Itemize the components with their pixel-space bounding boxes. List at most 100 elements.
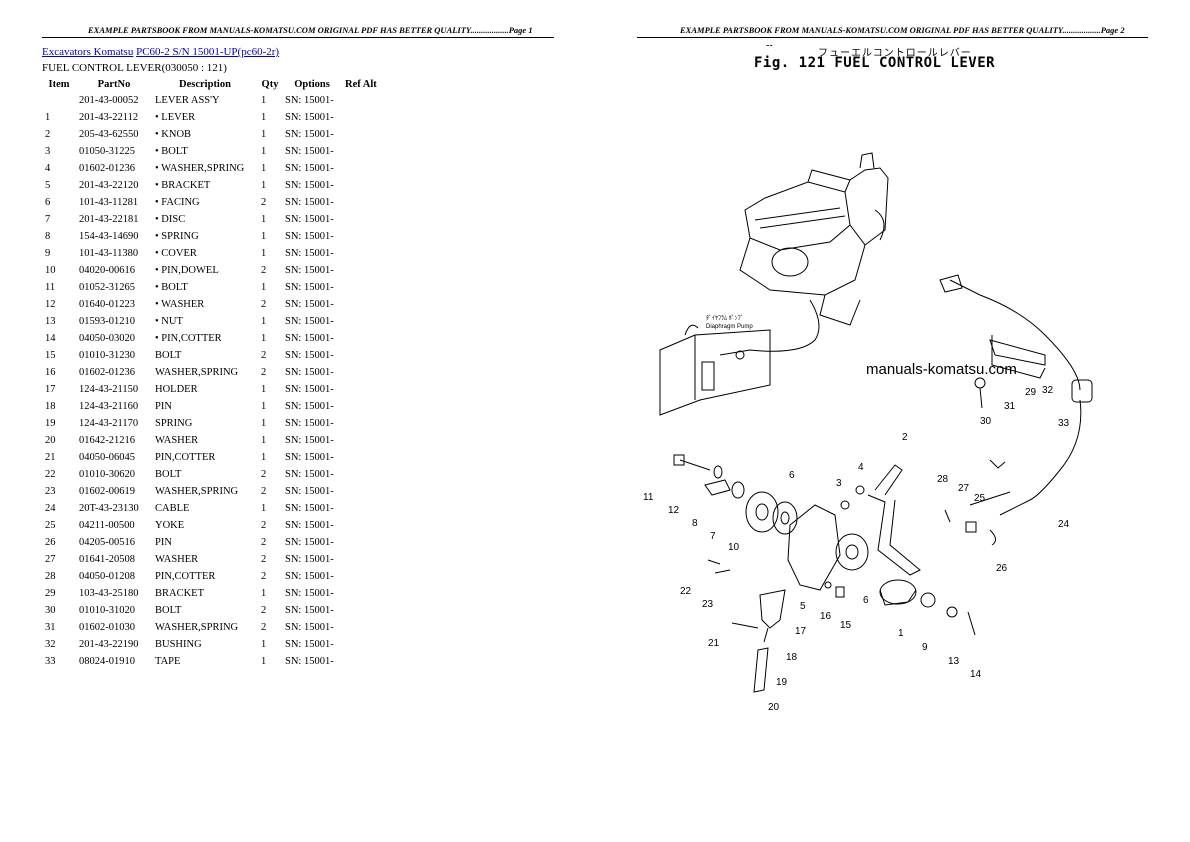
holder-assembly (731, 589, 786, 693)
callout-label: 24 (1058, 519, 1070, 530)
cell-ref-alt (342, 534, 380, 551)
cell-description: LEVER ASS'Y (155, 95, 220, 106)
cell-partno: 01602-01236 (79, 367, 135, 378)
cell-item: 3 (45, 146, 51, 157)
cell-partno: 201-43-22190 (79, 639, 139, 650)
cell-options: SN: 15001- (285, 571, 334, 582)
cell-qty: 1 (261, 333, 267, 344)
callout-label: 12 (668, 505, 680, 516)
cell-qty: 1 (261, 588, 267, 599)
exploded-parts-diagram: ﾀﾞｲﾔﾌﾗﾑ ﾎﾟﾝﾌﾟ Diaphragm Pump 24361112871… (643, 152, 1093, 713)
cell-description: YOKE (155, 520, 185, 531)
cell-qty: 1 (261, 316, 267, 327)
cell-item: 24 (45, 503, 56, 514)
cell-options: SN: 15001- (285, 656, 334, 667)
cell-description: • NUT (155, 316, 183, 327)
figure-dash: -- (766, 40, 773, 51)
cell-ref-alt (342, 500, 380, 517)
cell-ref-alt (342, 194, 380, 211)
cell-options: SN: 15001- (285, 452, 334, 463)
cell-options: SN: 15001- (285, 486, 334, 497)
cell-ref-alt (342, 143, 380, 160)
column-header-ref-alt: Ref Alt (345, 79, 377, 90)
cell-qty: 1 (261, 248, 267, 259)
callout-label: 18 (786, 652, 798, 663)
cell-ref-alt (342, 245, 380, 262)
cell-partno: 01640-01223 (79, 299, 135, 310)
cell-description: BOLT (155, 350, 182, 361)
cell-partno: 201-43-22112 (79, 112, 139, 123)
column-header-qty: Qty (261, 79, 279, 90)
cell-description: BUSHING (155, 639, 202, 650)
cell-ref-alt (342, 228, 380, 245)
breadcrumb-link-excavators[interactable]: Excavators Komatsu (42, 46, 134, 58)
callout-label: 30 (980, 416, 992, 427)
cell-item: 17 (45, 384, 56, 395)
column-header-partno: PartNo (97, 79, 131, 90)
cell-description: • BOLT (155, 282, 188, 293)
cell-description: • BRACKET (155, 180, 211, 191)
cell-partno: 01010-31020 (79, 605, 135, 616)
cell-ref-alt (342, 92, 380, 109)
callout-label: 4 (858, 462, 864, 473)
inset-label-japanese: ﾀﾞｲﾔﾌﾗﾑ ﾎﾟﾝﾌﾟ (706, 315, 744, 322)
cell-item: 16 (45, 367, 56, 378)
cell-ref-alt (342, 313, 380, 330)
lever-assembly (867, 464, 921, 606)
cell-ref-alt (342, 619, 380, 636)
cell-partno: 04050-01208 (79, 571, 135, 582)
page2-header: EXAMPLE PARTSBOOK FROM MANUALS-KOMATSU.C… (680, 25, 1125, 35)
disc-and-facing (745, 491, 869, 591)
cell-options: SN: 15001- (285, 146, 334, 157)
cell-description: CABLE (155, 503, 190, 514)
cell-description: HOLDER (155, 384, 198, 395)
page1-header: EXAMPLE PARTSBOOK FROM MANUALS-KOMATSU.C… (88, 25, 533, 35)
callout-label: 1 (898, 628, 904, 639)
cell-qty: 1 (261, 163, 267, 174)
cell-qty: 1 (261, 452, 267, 463)
cell-options: SN: 15001- (285, 333, 334, 344)
cell-options: SN: 15001- (285, 537, 334, 548)
inset-label-diaphragm-pump: Diaphragm Pump (706, 324, 753, 330)
cell-description: • BOLT (155, 146, 188, 157)
cell-qty: 2 (261, 350, 267, 361)
column-header-options: Options (294, 79, 330, 90)
cell-qty: 1 (261, 503, 267, 514)
column-header-item: Item (48, 79, 70, 90)
breadcrumb-link-model[interactable]: PC60-2 S/N 15001-UP(pc60-2r) (136, 46, 280, 58)
cell-item: 33 (45, 656, 56, 667)
cell-partno: 01642-21216 (79, 435, 135, 446)
cell-ref-alt (342, 568, 380, 585)
cell-qty: 2 (261, 554, 267, 565)
cell-item: 10 (45, 265, 56, 276)
cell-partno: 01602-01236 (79, 163, 135, 174)
cell-ref-alt (342, 126, 380, 143)
callout-label: 8 (692, 518, 698, 529)
cell-ref-alt (342, 160, 380, 177)
callout-label: 10 (728, 542, 740, 553)
cell-qty: 1 (261, 231, 267, 242)
diaphragm-pump-inset (659, 324, 771, 416)
cell-description: TAPE (155, 656, 181, 667)
cell-qty: 2 (261, 486, 267, 497)
callout-label: 20 (768, 702, 780, 713)
cell-options: SN: 15001- (285, 197, 334, 208)
cell-item: 2 (45, 129, 51, 140)
callout-label: 3 (836, 478, 842, 489)
cell-options: SN: 15001- (285, 112, 334, 123)
cell-partno: 01593-01210 (79, 316, 135, 327)
